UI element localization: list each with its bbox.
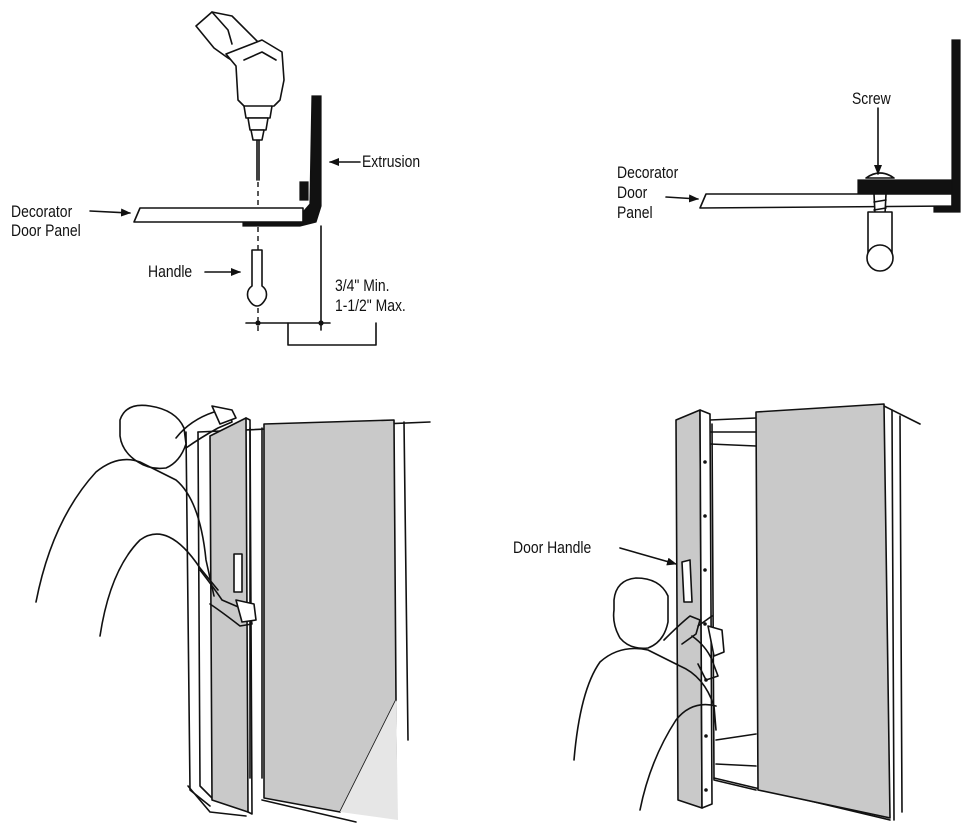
extrusion-flange <box>299 181 309 201</box>
decorator-door-panel-right-shape <box>699 193 953 209</box>
drill-icon <box>195 11 285 181</box>
installer-person-left <box>35 404 257 637</box>
screw-detail-figure <box>665 39 961 272</box>
label-decorator-right-line2: Door <box>617 183 648 202</box>
decorator-door-panel-shape <box>133 207 304 223</box>
door-handle-icon <box>681 559 693 603</box>
installing-screws-figure <box>573 403 921 821</box>
handle-icon <box>246 249 268 307</box>
label-decorator-right-line3: Panel <box>617 203 653 222</box>
decorator-panel-right <box>675 409 703 809</box>
drill-detail-figure <box>89 11 377 346</box>
lifting-panel-figure <box>35 404 431 823</box>
label-dimension-max: 1-1/2" Max. <box>335 296 406 315</box>
label-dimension-min: 3/4" Min. <box>335 276 390 295</box>
label-extrusion: Extrusion <box>362 152 421 171</box>
refrigerator-door-right <box>755 403 891 819</box>
screw-icon <box>865 172 895 179</box>
label-decorator-right-line1: Decorator <box>617 163 679 182</box>
label-handle: Handle <box>148 262 193 281</box>
installer-person-right <box>573 577 725 811</box>
label-door-handle: Door Handle <box>513 538 592 557</box>
label-decorator-left-line1: Decorator <box>11 202 73 221</box>
label-screw: Screw <box>852 89 891 108</box>
label-decorator-left-line2: Door Panel <box>11 221 81 240</box>
panel-handle-icon <box>233 553 243 593</box>
